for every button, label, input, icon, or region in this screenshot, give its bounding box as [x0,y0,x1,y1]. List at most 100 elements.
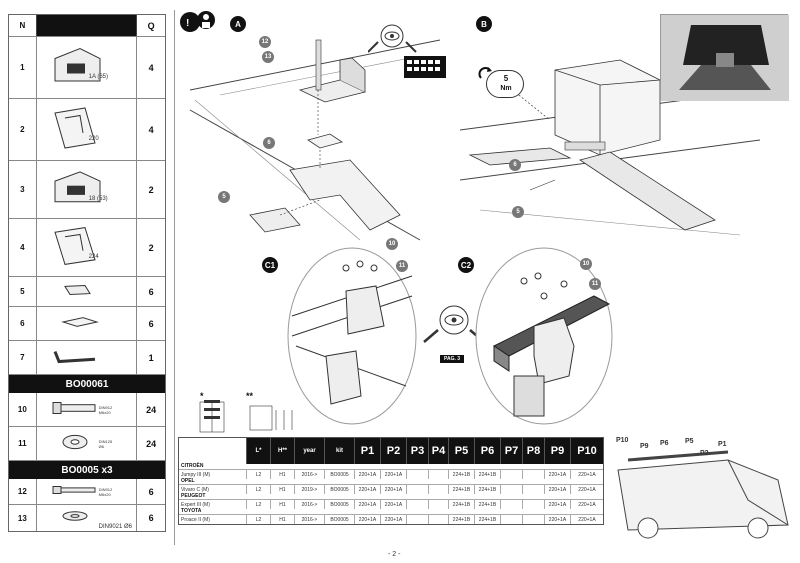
vehicle-cell-position: 220+1A [578,501,596,508]
foot-bracket-icon [54,171,101,203]
vehicle-cell-position [523,515,545,524]
vehicle-cell-position: 220+1A [545,515,571,524]
vehicle-cell-year: 2016-> [295,515,325,524]
vehicle-cell-position: 224+1B [475,485,501,494]
vehicle-cell-position [523,485,545,494]
column-header: P4 [429,438,449,464]
part-image: 224 [36,219,138,276]
vehicle-cell-year: 2016-> [295,500,325,509]
vehicle-cell-position [523,470,545,479]
washer-icon [62,511,88,521]
square-pad-icon [60,317,99,327]
bolt-icon [52,402,96,414]
column-header: P6 [475,438,501,464]
callout-a-6: 6 [263,137,275,149]
vehicle-cell-h: H1 [271,500,295,509]
part-quantity: 6 [148,513,154,523]
part-number: 13 [9,505,37,531]
photo-bracket-icon [661,15,789,101]
callout-b-6: 6 [509,159,521,171]
vehicle-cell-position: 224+1B [449,470,475,479]
vehicle-cell-h: H1 [271,470,295,479]
column-header: P9 [545,438,571,464]
vehicle-cell-model: Jumpy III (M) [179,470,247,479]
part-quantity: 24 [146,438,157,449]
vehicle-cell-position [501,485,523,494]
column-header: P7 [501,438,523,464]
vehicle-cell-kit: BO0005 [325,470,355,479]
panel-c2-drawing [475,247,613,425]
part-quantity: 1 [148,352,154,363]
part-number: 6 [9,307,37,340]
vehicle-cell-position: 220+1A [381,470,407,479]
vehicle-cell-position: 220+1A [381,500,407,509]
vehicle-brand: PEUGEOT [181,493,206,499]
two-person-warning-icon: ! [180,11,215,32]
washer-icon [62,434,88,450]
part-number: 2 [9,99,37,160]
vehicle-cell-model: Expert III (M) [179,500,247,509]
van-position-label: P5 [685,438,694,445]
part-number: 1 [9,37,37,98]
van-position-label: P2 [700,450,709,457]
van-position-label: P1 [718,441,727,448]
vehicle-brand: OPEL [181,478,195,484]
vehicle-cell-position: 220+1A [381,485,407,494]
vehicle-cell-position [407,470,429,479]
vehicle-brand: TOYOTA [181,508,202,514]
part-number: 4 [9,219,37,276]
part-image [36,341,138,374]
callout-c2-11: 11 [589,278,601,290]
vehicle-cell-position [523,500,545,509]
vehicle-cell-position [429,470,449,479]
part-number: 7 [9,341,37,374]
column-header: L* [247,438,271,464]
part-quantity: 4 [148,124,154,135]
vehicle-cell-year: 2019-> [295,485,325,494]
column-header: P8 [523,438,545,464]
part-quantity: 6 [148,318,154,329]
part-number: 11 [9,427,37,460]
vehicle-cell-position: 224+1B [475,500,501,509]
column-header: P10 [577,445,597,457]
vehicle-cell-position: 220+1A [578,471,596,478]
vehicle-cell-position [429,515,449,524]
part-label: DIN9021 Ø6 [98,524,133,530]
vehicle-cell-position: 220+1A [355,470,381,479]
vehicle-cell-position: 220+1A [355,485,381,494]
vehicle-cell-l: L2 [247,485,271,494]
page-number: - 2 - [388,551,401,558]
part-image: 1A (65) [36,37,138,98]
vehicle-cell-position: 224+1B [449,500,475,509]
vehicle-cell-kit: BO0005 [325,500,355,509]
callout-a-12: 12 [259,36,271,48]
callout-c1-11: 11 [396,260,408,272]
part-number: 10 [9,393,37,426]
vehicle-cell-position [407,485,429,494]
part-label: 1A (65) [88,74,109,80]
panel-b-drawing [460,59,760,236]
vehicle-cell-position: 224+1B [449,515,475,524]
legend-star-double: ** [246,391,254,401]
part-label: 18 (53) [88,196,108,202]
clamp-plate-icon [54,227,96,265]
vehicle-cell-position: 220+1A [545,470,571,479]
panel-c1-badge: C1 [262,257,278,273]
parts-header-q: Q [137,15,165,36]
vehicle-cell-position [429,485,449,494]
vehicle-cell-position: 224+1B [449,485,475,494]
torque-badge: 5 Nm [486,70,524,98]
column-header: P1 [355,438,381,464]
part-number: 12 [9,479,37,504]
part-image: 18 (53) [36,161,138,218]
foot-bracket-icon [54,47,101,82]
